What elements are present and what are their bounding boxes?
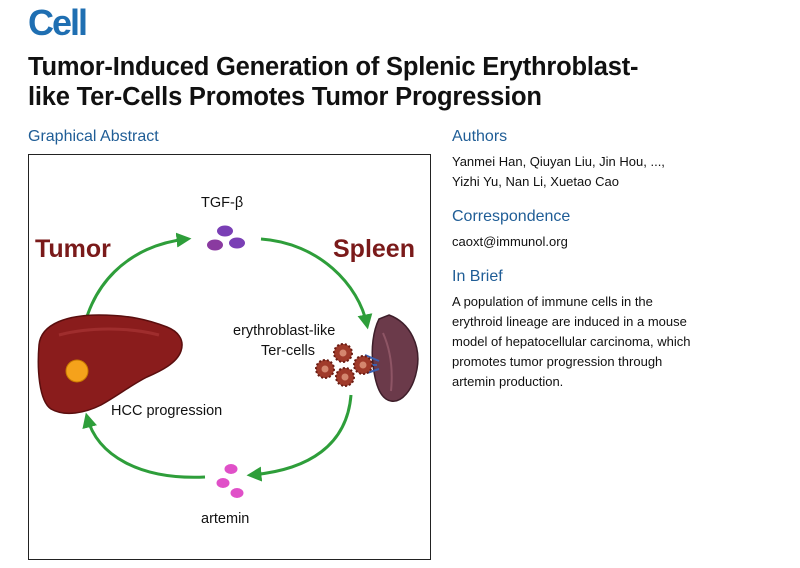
artemin-label: artemin — [201, 511, 250, 527]
graphical-abstract-heading: Graphical Abstract — [28, 128, 159, 145]
hcc-progression-label: HCC progression — [111, 403, 223, 419]
spleen-label: Spleen — [333, 235, 415, 263]
artemin-dot — [224, 464, 238, 474]
erythroblast-label-line-2: Ter-cells — [261, 343, 315, 359]
in-brief-line: A population of immune cells in the — [452, 294, 653, 309]
in-brief-line: promotes tumor progression through — [452, 354, 663, 369]
abstract-diagram — [37, 225, 419, 498]
in-brief-line: artemin production. — [452, 374, 564, 389]
ter-cell — [315, 359, 335, 379]
spleen-icon — [371, 314, 419, 402]
in-brief-heading: In Brief — [452, 268, 503, 285]
title-line-1: Tumor-Induced Generation of Splenic Eryt… — [28, 53, 639, 81]
tumor-spot — [65, 359, 89, 383]
tgf-dot — [229, 237, 245, 249]
tgf-dot — [217, 225, 233, 237]
ter-cell — [333, 343, 353, 363]
paper-title: Tumor-Induced Generation of Splenic Eryt… — [28, 52, 768, 112]
authors-line-1: Yanmei Han, Qiuyan Liu, Jin Hou, ..., — [452, 154, 665, 169]
tumor-label: Tumor — [35, 235, 111, 263]
authors-line-2: Yizhi Yu, Nan Li, Xuetao Cao — [452, 174, 619, 189]
artemin-dot — [216, 478, 230, 488]
authors-heading: Authors — [452, 128, 508, 145]
in-brief-line: model of hepatocellular carcinoma, which — [452, 334, 691, 349]
liver-icon — [37, 314, 183, 415]
title-line-2: like Ter-Cells Promotes Tumor Progressio… — [28, 83, 542, 111]
journal-logo: Cell — [28, 2, 88, 43]
arrow-spleen-to-artemin — [246, 394, 353, 482]
tgf-dot — [207, 239, 223, 251]
arrow-tgf-to-spleen — [260, 237, 373, 330]
erythroblast-label-line-1: erythroblast-like — [233, 323, 336, 339]
ter-cell — [335, 367, 355, 387]
correspondence-email[interactable]: caoxt@immunol.org — [452, 234, 568, 249]
arrow-artemin-to-liver — [82, 412, 206, 479]
graphical-abstract-panel: TGF-β Tumor Spleen erythroblast-like Ter… — [28, 154, 431, 560]
artemin-dot — [230, 488, 244, 498]
in-brief-line: erythroid lineage are induced in a mouse — [452, 314, 687, 329]
tgf-label: TGF-β — [201, 195, 244, 211]
ter-cell — [353, 355, 373, 375]
correspondence-heading: Correspondence — [452, 208, 571, 225]
